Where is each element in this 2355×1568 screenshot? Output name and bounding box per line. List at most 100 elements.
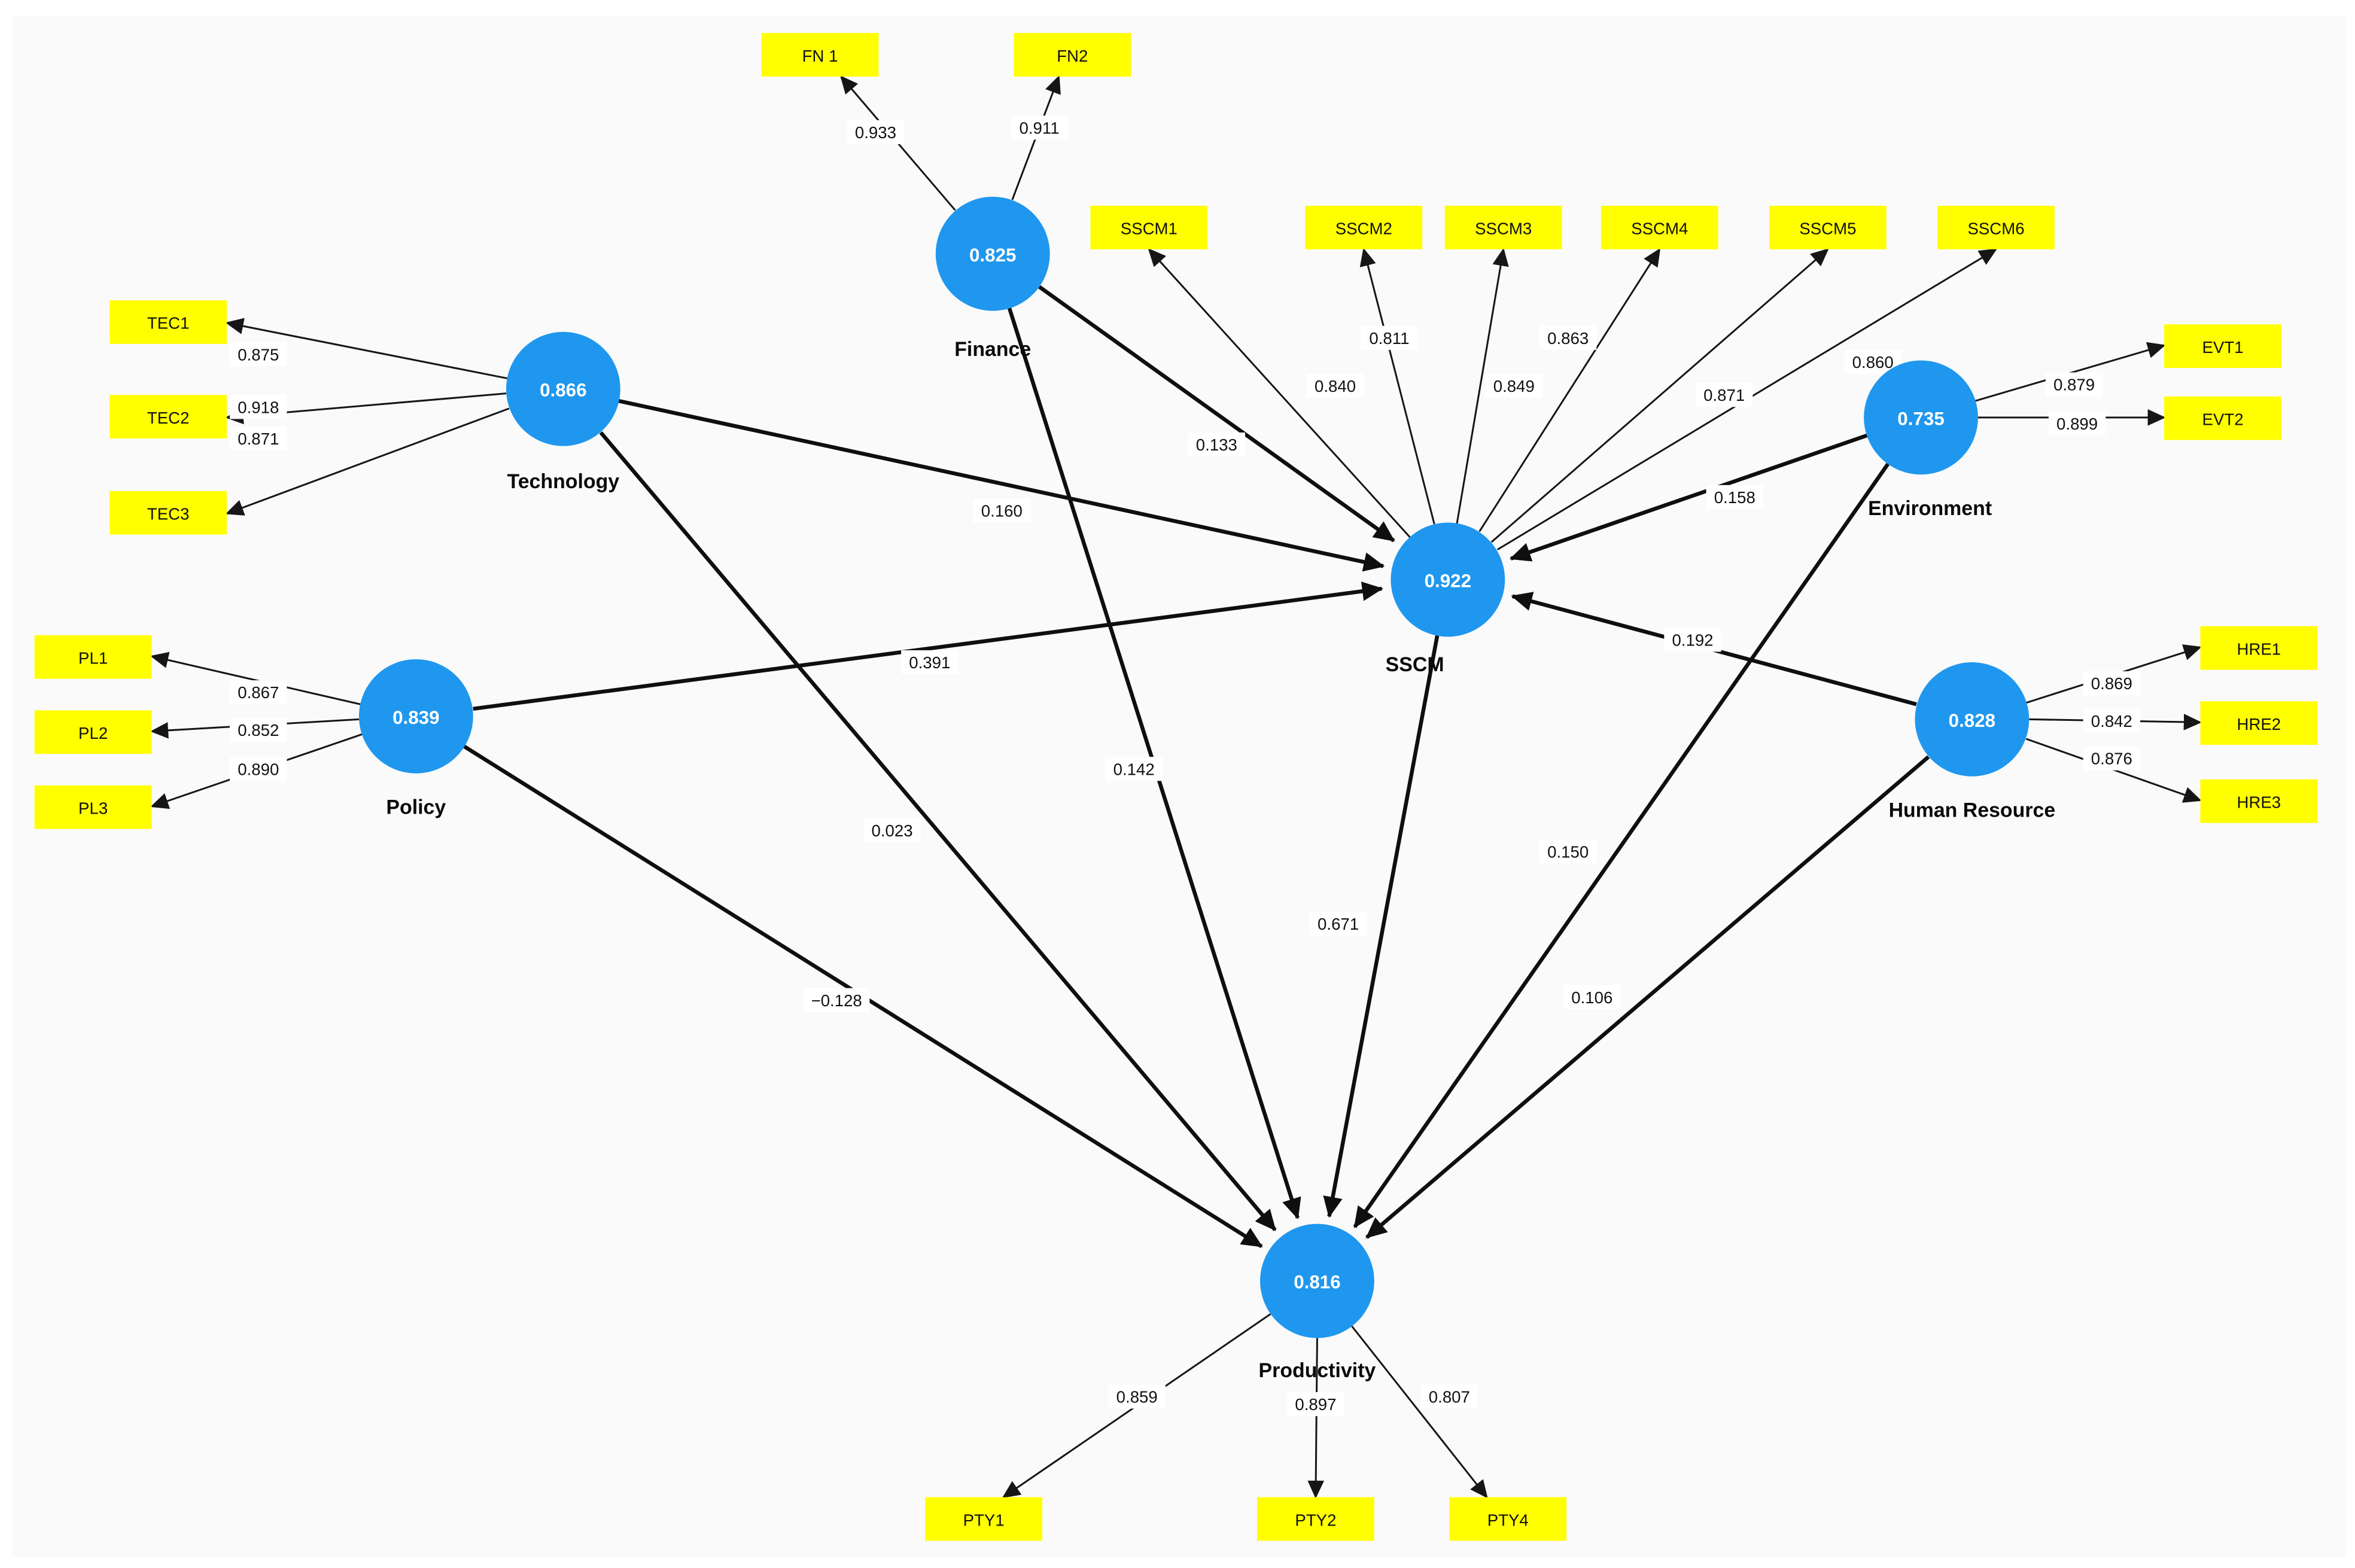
indicator-label: PTY4 — [1487, 1511, 1529, 1529]
indicator-pl1[interactable]: PL1 — [34, 635, 152, 679]
indicator-label: SSCM5 — [1799, 220, 1856, 238]
path-arrow-technology-sscm[interactable] — [618, 399, 1385, 572]
path-arrow-policy-sscm[interactable] — [473, 581, 1383, 711]
loading-value-sscm2: 0.811 — [1361, 325, 1418, 350]
indicator-fn2[interactable]: FN2 — [1014, 33, 1131, 77]
construct-circle[interactable] — [1391, 522, 1505, 637]
indicator-label: TEC1 — [147, 314, 190, 333]
loading-value-text: 0.899 — [2056, 415, 2098, 433]
indicator-tec2[interactable]: TEC2 — [109, 395, 227, 439]
loading-value-fn1: 0.933 — [847, 120, 905, 144]
indicator-tec1[interactable]: TEC1 — [109, 300, 227, 344]
construct-sscm[interactable]: 0.922 SSCM — [1386, 522, 1505, 677]
indicator-box[interactable] — [761, 33, 879, 77]
loading-arrow-sscm1 — [1148, 248, 1411, 538]
indicator-label: SSCM1 — [1121, 220, 1178, 238]
construct-label: Human Resource — [1889, 799, 2056, 822]
indicator-label: SSCM3 — [1475, 220, 1532, 238]
indicator-pl2[interactable]: PL2 — [34, 710, 152, 754]
loading-value-text: 0.860 — [1852, 353, 1894, 372]
indicator-box[interactable] — [2200, 626, 2318, 670]
construct-circle[interactable] — [1864, 360, 1978, 475]
construct-technology[interactable]: 0.866 Technology — [506, 331, 620, 493]
indicator-pty1[interactable]: PTY1 — [925, 1497, 1043, 1541]
path-arrow-finance-sscm[interactable] — [1038, 285, 1395, 543]
indicator-hre1[interactable]: HRE1 — [2200, 626, 2318, 670]
construct-label: SSCM — [1386, 653, 1444, 676]
indicator-box[interactable] — [109, 395, 227, 439]
construct-circle[interactable] — [1915, 662, 2030, 777]
path-arrow-technology-productivity[interactable] — [599, 431, 1277, 1231]
loading-arrow-sscm5 — [1490, 248, 1829, 543]
path-coef-finance-productivity: 0.142 — [1105, 757, 1163, 781]
loading-value-text: 0.879 — [2053, 376, 2095, 394]
indicator-box[interactable] — [2164, 324, 2281, 368]
indicator-box[interactable] — [1937, 205, 2055, 249]
indicator-box[interactable] — [1769, 205, 1887, 249]
construct-productivity[interactable]: 0.816 Productivity — [1259, 1223, 1376, 1382]
indicator-box[interactable] — [1601, 205, 1718, 249]
indicator-sscm2[interactable]: SSCM2 — [1305, 205, 1423, 249]
loading-value-text: 0.875 — [238, 345, 279, 364]
loading-value-pty2: 0.897 — [1287, 1392, 1344, 1417]
indicator-hre3[interactable]: HRE3 — [2200, 779, 2318, 823]
indicator-box[interactable] — [34, 785, 152, 829]
path-coef-humanresource-productivity: 0.106 — [1563, 985, 1621, 1009]
indicator-box[interactable] — [1014, 33, 1131, 77]
construct-circle[interactable] — [506, 331, 620, 446]
construct-environment[interactable]: 0.735 Environment — [1864, 360, 1992, 520]
path-arrow-sscm-productivity[interactable] — [1323, 635, 1440, 1218]
construct-circle[interactable] — [935, 196, 1050, 311]
path-arrow-environment-sscm[interactable] — [1509, 433, 1868, 562]
construct-circle[interactable] — [358, 659, 473, 774]
indicator-box[interactable] — [2200, 779, 2318, 823]
indicator-label: PL2 — [78, 724, 108, 742]
construct-value: 0.816 — [1294, 1272, 1340, 1293]
construct-finance[interactable]: 0.825 Finance — [935, 196, 1050, 361]
indicator-tec3[interactable]: TEC3 — [109, 491, 227, 535]
path-coef-text: 0.391 — [909, 653, 950, 672]
indicator-sscm5[interactable]: SSCM5 — [1769, 205, 1887, 249]
indicator-evt1[interactable]: EVT1 — [2164, 324, 2281, 368]
indicator-box[interactable] — [34, 635, 152, 679]
loading-arrow-sscm3 — [1456, 248, 1509, 525]
indicator-pty2[interactable]: PTY2 — [1257, 1497, 1374, 1541]
indicator-hre2[interactable]: HRE2 — [2200, 701, 2318, 745]
indicator-box[interactable] — [1449, 1497, 1567, 1541]
loading-value-text: 0.871 — [1703, 386, 1745, 404]
indicator-box[interactable] — [109, 300, 227, 344]
loading-value-text: 0.852 — [238, 721, 279, 739]
indicator-box[interactable] — [1257, 1497, 1374, 1541]
path-arrow-humanresource-productivity[interactable] — [1365, 755, 1930, 1239]
construct-policy[interactable]: 0.839 Policy — [358, 659, 473, 819]
construct-human-resource[interactable]: 0.828 Human Resource — [1889, 662, 2056, 822]
loading-value-pl1: 0.867 — [230, 680, 287, 705]
indicator-box[interactable] — [1090, 205, 1208, 249]
indicator-pl3[interactable]: PL3 — [34, 785, 152, 829]
indicator-label: TEC3 — [147, 505, 190, 523]
path-coef-text: 0.106 — [1571, 988, 1612, 1007]
path-coef-environment-productivity: 0.150 — [1539, 839, 1597, 864]
indicator-box[interactable] — [34, 710, 152, 754]
indicator-label: FN 1 — [802, 47, 838, 65]
indicator-box[interactable] — [109, 491, 227, 535]
loading-value-hre1: 0.869 — [2083, 671, 2141, 696]
loading-value-text: 0.840 — [1315, 377, 1356, 395]
path-coef-policy-sscm: 0.391 — [901, 650, 959, 675]
indicator-box[interactable] — [925, 1497, 1043, 1541]
indicator-pty4[interactable]: PTY4 — [1449, 1497, 1567, 1541]
indicator-sscm3[interactable]: SSCM3 — [1444, 205, 1562, 249]
indicator-box[interactable] — [1444, 205, 1562, 249]
path-coef-sscm-productivity: 0.671 — [1309, 911, 1367, 936]
path-coef-text: 0.158 — [1714, 488, 1755, 507]
indicator-sscm6[interactable]: SSCM6 — [1937, 205, 2055, 249]
path-arrow-environment-productivity[interactable] — [1353, 462, 1890, 1228]
indicator-box[interactable] — [2164, 396, 2281, 440]
indicator-fn1[interactable]: FN 1 — [761, 33, 879, 77]
indicator-sscm1[interactable]: SSCM1 — [1090, 205, 1208, 249]
indicator-box[interactable] — [2200, 701, 2318, 745]
indicator-sscm4[interactable]: SSCM4 — [1601, 205, 1718, 249]
indicator-box[interactable] — [1305, 205, 1423, 249]
construct-circle[interactable] — [1260, 1223, 1374, 1338]
indicator-evt2[interactable]: EVT2 — [2164, 396, 2281, 440]
